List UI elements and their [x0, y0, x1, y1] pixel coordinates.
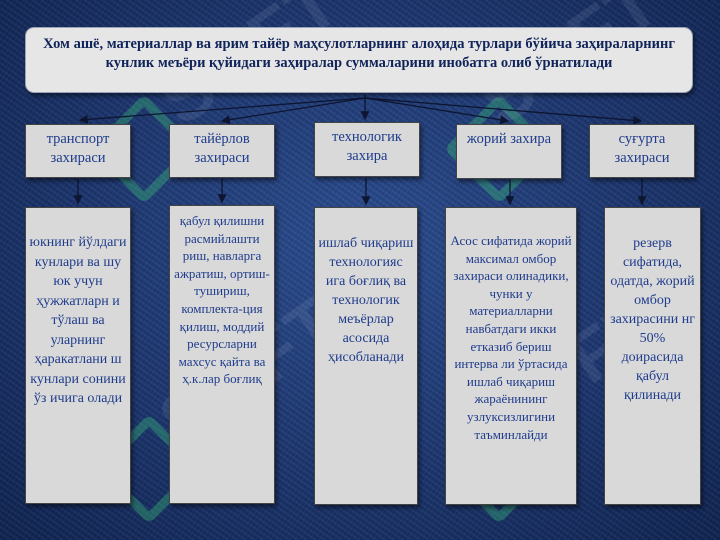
slide-title: Хом ашё, материаллар ва ярим тайёр маҳсу…	[25, 27, 693, 93]
arrow-title-to-transport	[78, 97, 366, 124]
category-joriy: жорий захира	[456, 124, 562, 179]
arrow-title-to-joriy	[364, 97, 510, 125]
description-transport: юкнинг йўлдаги кунлари ва шу юк учун ҳуж…	[25, 207, 131, 504]
arrow-title-to-tayyorlov	[220, 97, 366, 125]
description-sugurta: резерв сифатида, одатда, жорий омбор зах…	[604, 207, 701, 505]
category-sugurta: суғурта захираси	[589, 124, 695, 178]
category-technologic: технологик захира	[314, 122, 420, 177]
arrow-title-to-sugurta	[364, 97, 643, 125]
category-transport: транспорт захираси	[25, 124, 131, 178]
description-joriy: Асос сифатида жорий максимал омбор захир…	[445, 207, 577, 505]
category-tayyorlov: тайёрлов захираси	[169, 124, 275, 178]
description-tayyorlov: қабул қилишни расмийлашти риш, навларга …	[169, 205, 275, 504]
description-technologic: ишлаб чиқариш технологияс ига боғлиқ ва …	[314, 207, 418, 505]
